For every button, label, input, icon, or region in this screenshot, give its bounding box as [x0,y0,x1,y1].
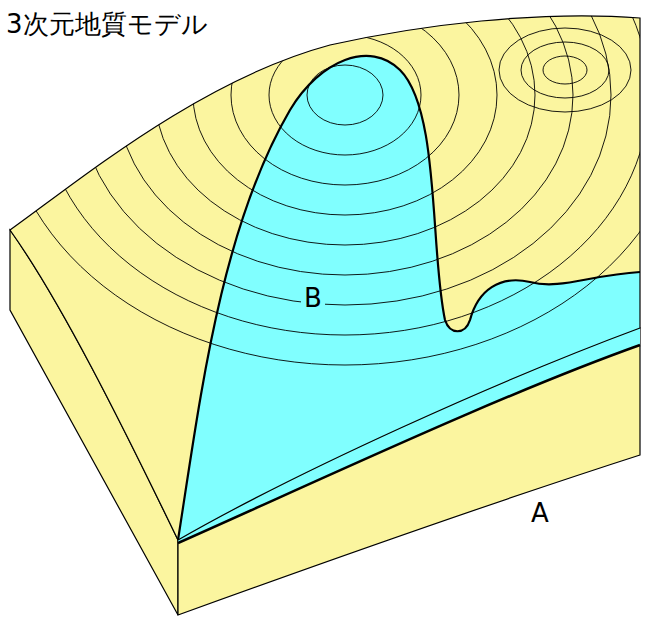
contour-line [543,56,587,84]
contour-line [3,0,651,365]
outcrop-boundary [178,56,640,540]
contour-line [269,35,421,155]
contour-line [155,0,535,245]
contour-line [193,0,497,215]
contour-line [521,42,609,98]
surface-outline [10,16,640,540]
diagram-title: 3次元地質モデル [6,10,208,39]
top-surface [10,16,640,540]
contour-line [307,65,383,125]
contour-line [79,0,611,305]
layer-label: B [301,283,325,314]
contour-line [499,28,631,112]
layer-label: A [528,498,552,529]
contour-lines [3,0,651,365]
